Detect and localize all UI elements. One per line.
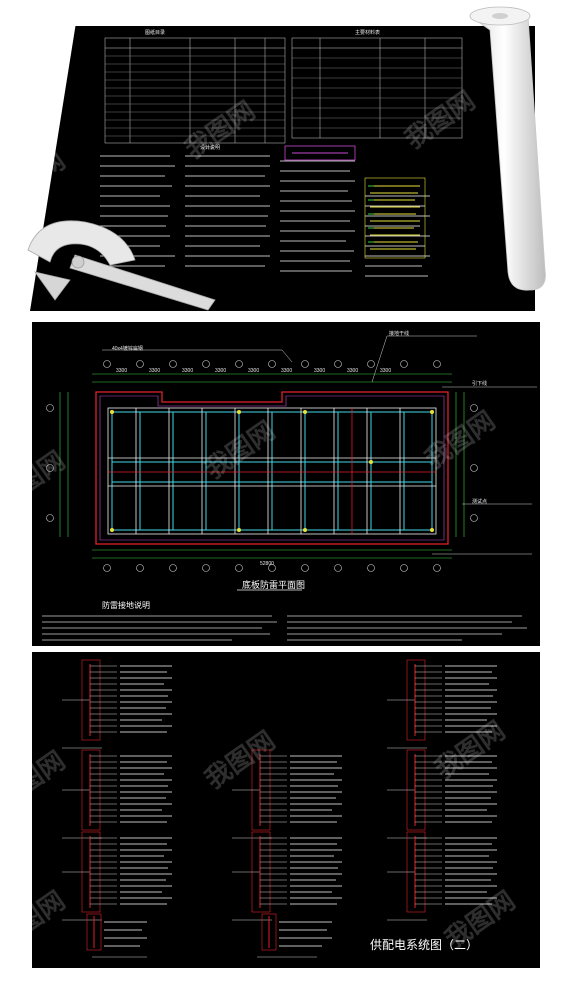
dim-label: 3300: [281, 368, 293, 374]
dim-label: 3300: [215, 368, 227, 374]
system-diagram-title: 供配电系统图（二）: [370, 938, 479, 952]
foundation-lightning-plan: [42, 335, 537, 641]
callout-down-conductor: 引下线: [472, 381, 488, 387]
paper-roll: [469, 6, 546, 291]
plan-title: 底板防雷平面图: [242, 580, 306, 590]
dim-label: 3300: [380, 368, 392, 374]
callout-steel-flat: 40x4镀锌扁钢: [112, 346, 143, 352]
drawing-sheet-3: 供配电系统图（二）: [32, 652, 540, 968]
dim-label: 3300: [347, 368, 359, 374]
callout-test-point: 测试点: [472, 499, 488, 505]
notes-title: 防雷接地说明: [102, 601, 150, 610]
dim-label: 3300: [149, 368, 161, 374]
dim-label: 3300: [182, 368, 194, 374]
dim-total: 52800: [260, 561, 274, 567]
dim-label: 3300: [314, 368, 326, 374]
dim-label: 3300: [116, 368, 128, 374]
design-notes-title: 设计说明: [200, 145, 221, 151]
callout-ground-trunk: 接地干线: [389, 331, 410, 337]
dim-label: 3300: [248, 368, 260, 374]
sheet1-drawing: [100, 37, 463, 277]
drawing-sheet-2: 40x4镀锌扁钢 接地干线 引下线 测试点 3300 3300 3300 330…: [32, 322, 540, 646]
distribution-system-diagrams: [61, 659, 498, 958]
table-title-left: 图纸目录: [145, 30, 166, 36]
protractor-icon: [27, 220, 216, 311]
table-title-right: 主要材料表: [355, 30, 381, 36]
